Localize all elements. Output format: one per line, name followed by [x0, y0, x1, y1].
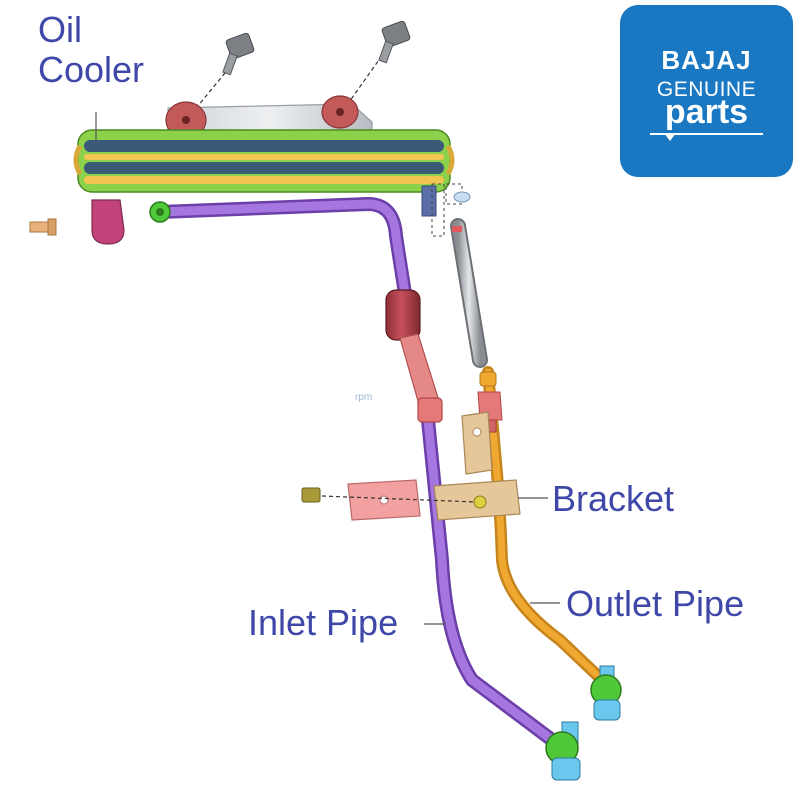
oil-cooler-label-line2: Cooler	[38, 49, 145, 91]
outlet-pipe	[477, 366, 604, 682]
outlet-pipe-end-fitting	[590, 665, 622, 721]
bracket-bolt	[301, 487, 477, 503]
small-bolt-left	[29, 218, 57, 236]
inlet-pipe-end-fitting	[545, 721, 581, 781]
logo-underline	[650, 133, 763, 135]
watermark: rpm	[355, 392, 373, 403]
grey-connector-tube	[450, 218, 488, 368]
bajaj-genuine-parts-logo: BAJAJ GENUINE parts	[620, 5, 793, 177]
bracket-label: Bracket	[552, 478, 675, 519]
logo-parts: parts	[664, 93, 749, 131]
cooler-inlet-fitting	[91, 199, 125, 245]
oil-cooler-core	[73, 129, 455, 193]
grommet-left	[165, 101, 207, 139]
oil-cooler-label-line1: Oil	[38, 9, 82, 50]
logo-brand: BAJAJ	[661, 45, 752, 75]
cooler-outlet-nipple	[421, 183, 471, 237]
oil-cooler-label: Oil Cooler	[38, 9, 145, 91]
pipe-bracket	[433, 411, 521, 521]
logo-tick	[664, 133, 676, 141]
grommet-right	[321, 95, 359, 129]
mounting-bolt-left	[187, 32, 255, 119]
inlet-pipe-label: Inlet Pipe	[248, 602, 399, 643]
mounting-bolt-right	[341, 20, 411, 113]
logo-genuine: GENUINE	[656, 78, 757, 101]
inlet-hose	[385, 289, 443, 423]
outlet-pipe-label: Outlet Pipe	[566, 583, 745, 624]
inlet-pipe	[149, 197, 559, 747]
bracket-plate	[347, 479, 421, 521]
